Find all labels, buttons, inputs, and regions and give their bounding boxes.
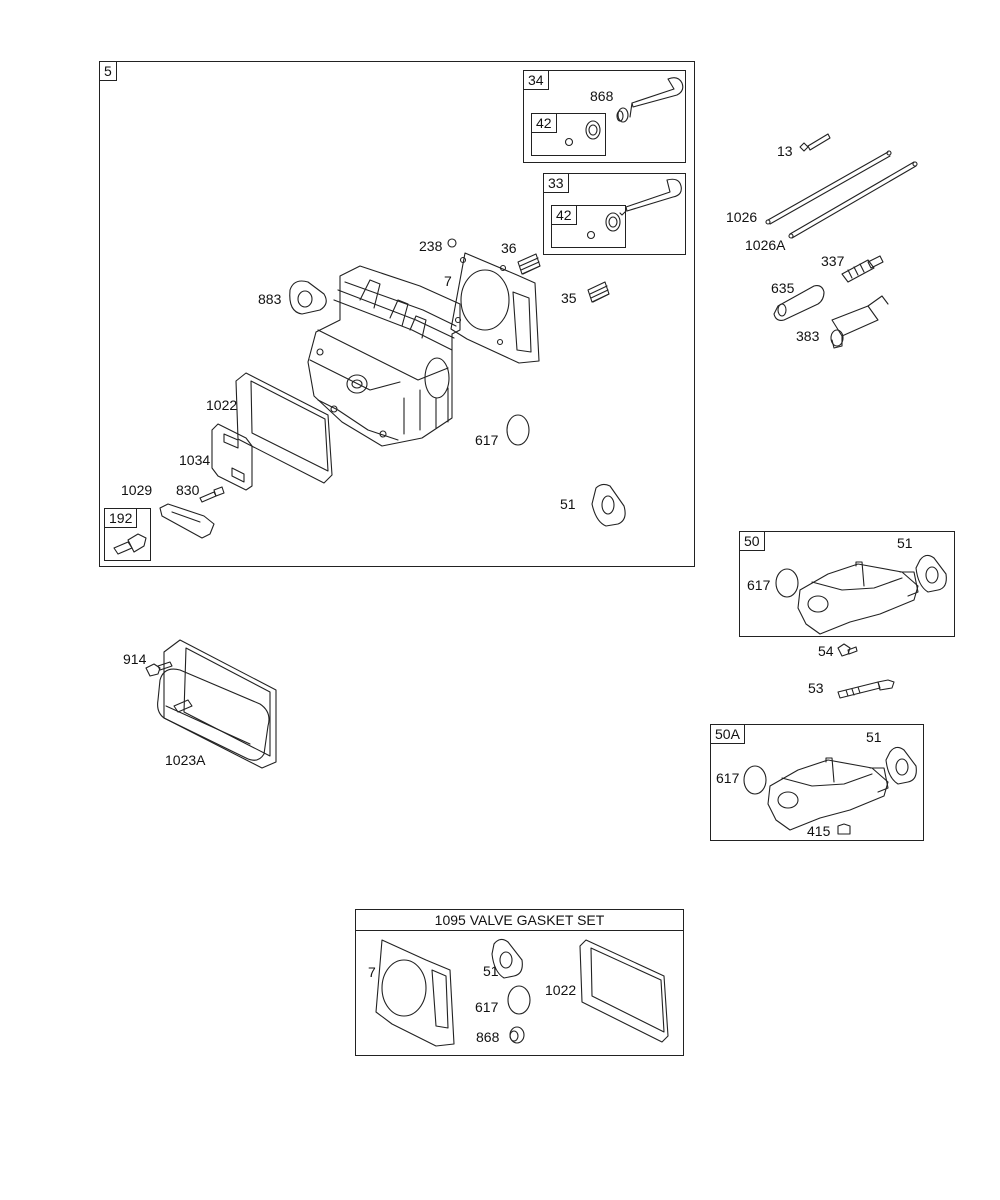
valve-box-34-sub-42-tag: 42 (532, 114, 557, 133)
callout-617: 617 (475, 432, 499, 448)
bolt-914-part (146, 662, 172, 676)
gasket-set-callout-1022: 1022 (545, 982, 577, 998)
valve-spring-35 (588, 282, 609, 302)
valve-spring-36 (518, 254, 540, 274)
callout-50-617: 617 (747, 577, 771, 593)
callout-54: 54 (818, 643, 834, 659)
gasket-set-callout-617: 617 (475, 999, 499, 1015)
callout-883: 883 (258, 291, 282, 307)
callout-383: 383 (796, 328, 820, 344)
intake-50a-gasket-51 (886, 747, 916, 784)
callout-337: 337 (821, 253, 845, 269)
valve-box-34-sub-42: 42 (531, 113, 606, 156)
spark-plug-337 (842, 256, 883, 282)
stud-830-part (200, 487, 224, 502)
callout-13: 13 (777, 143, 793, 159)
retainer-42-part-a (566, 121, 601, 146)
gasket-set-callout-868: 868 (476, 1029, 500, 1045)
callout-1029: 1029 (121, 482, 153, 498)
callout-50a-617: 617 (716, 770, 740, 786)
valve-box-33-sub-42-tag: 42 (552, 206, 577, 225)
callout-830: 830 (176, 482, 200, 498)
intake-50a-o-ring-617 (744, 766, 766, 794)
callout-35: 35 (561, 290, 577, 306)
callout-1026: 1026 (726, 209, 758, 225)
valve-box-34-tag: 34 (524, 71, 549, 90)
gasket-set-o-ring-617 (508, 986, 530, 1014)
assembly-box-5: 5 (99, 61, 695, 567)
cylinder-head-part (308, 266, 460, 446)
intake-box-50a-tag: 50A (711, 725, 745, 744)
callout-51: 51 (560, 496, 576, 512)
callout-635: 635 (771, 280, 795, 296)
gasket-set-title: 1095 VALVE GASKET SET (356, 910, 683, 931)
bolt-13-part (800, 134, 830, 151)
valve-33-part (620, 179, 681, 215)
callout-1022: 1022 (206, 397, 238, 413)
intake-manifold-50 (798, 562, 918, 634)
callout-238: 238 (419, 238, 443, 254)
stud-53-part (838, 680, 894, 698)
ignition-armature-383 (831, 296, 888, 348)
gasket-883 (290, 281, 327, 314)
rocker-cover-1023a (158, 640, 276, 768)
o-ring-617 (507, 415, 529, 445)
gasket-set-head-gasket-7 (376, 940, 454, 1046)
kit-box-192: 192 (104, 508, 151, 561)
intake-50-o-ring-617 (776, 569, 798, 597)
valve-box-33: 33 (543, 173, 686, 255)
gasket-set-gasket-51 (492, 939, 522, 978)
intake-gasket-51 (592, 484, 625, 526)
callout-914: 914 (123, 651, 147, 667)
callout-1034: 1034 (179, 452, 211, 468)
callout-53: 53 (808, 680, 824, 696)
callout-868: 868 (590, 88, 614, 104)
valve-box-33-sub-42: 42 (551, 205, 626, 248)
intake-box-50-tag: 50 (740, 532, 765, 551)
intake-box-50a: 50A (710, 724, 924, 841)
intake-manifold-50a (768, 758, 888, 830)
screw-192-part (114, 534, 146, 554)
retainer-42-part-b (588, 213, 621, 239)
callout-1026a: 1026A (745, 237, 786, 253)
gasket-set-box-1095: 1095 VALVE GASKET SET (355, 909, 684, 1056)
intake-box-50: 50 (739, 531, 955, 637)
valve-box-34: 34 (523, 70, 686, 163)
head-gasket-7 (451, 253, 539, 363)
part-238 (448, 239, 456, 247)
gasket-set-callout-51: 51 (483, 963, 499, 979)
callout-1023a: 1023A (165, 752, 206, 768)
spark-plug-boot-635 (774, 286, 824, 321)
push-rod-1026 (766, 151, 891, 224)
callout-50-51: 51 (897, 535, 913, 551)
valve-box-33-tag: 33 (544, 174, 569, 193)
kit-box-192-tag: 192 (105, 509, 138, 528)
intake-50-gasket-51 (916, 555, 946, 592)
callout-415: 415 (807, 823, 831, 839)
breather-plate-1034 (212, 424, 252, 490)
gasket-set-seal-868 (510, 1027, 524, 1043)
push-rod-1026a (789, 162, 917, 238)
bracket-1029-part (160, 504, 214, 538)
rocker-cover-gasket-1022 (236, 373, 332, 483)
bolt-54-part (838, 644, 857, 656)
plug-415-part (838, 824, 850, 834)
assembly-box-5-tag: 5 (100, 62, 117, 81)
callout-36: 36 (501, 240, 517, 256)
gasket-set-gasket-1022 (580, 940, 668, 1042)
callout-7: 7 (444, 273, 452, 289)
valve-868-part (617, 78, 683, 122)
gasket-set-callout-7: 7 (368, 964, 376, 980)
callout-50a-51: 51 (866, 729, 882, 745)
